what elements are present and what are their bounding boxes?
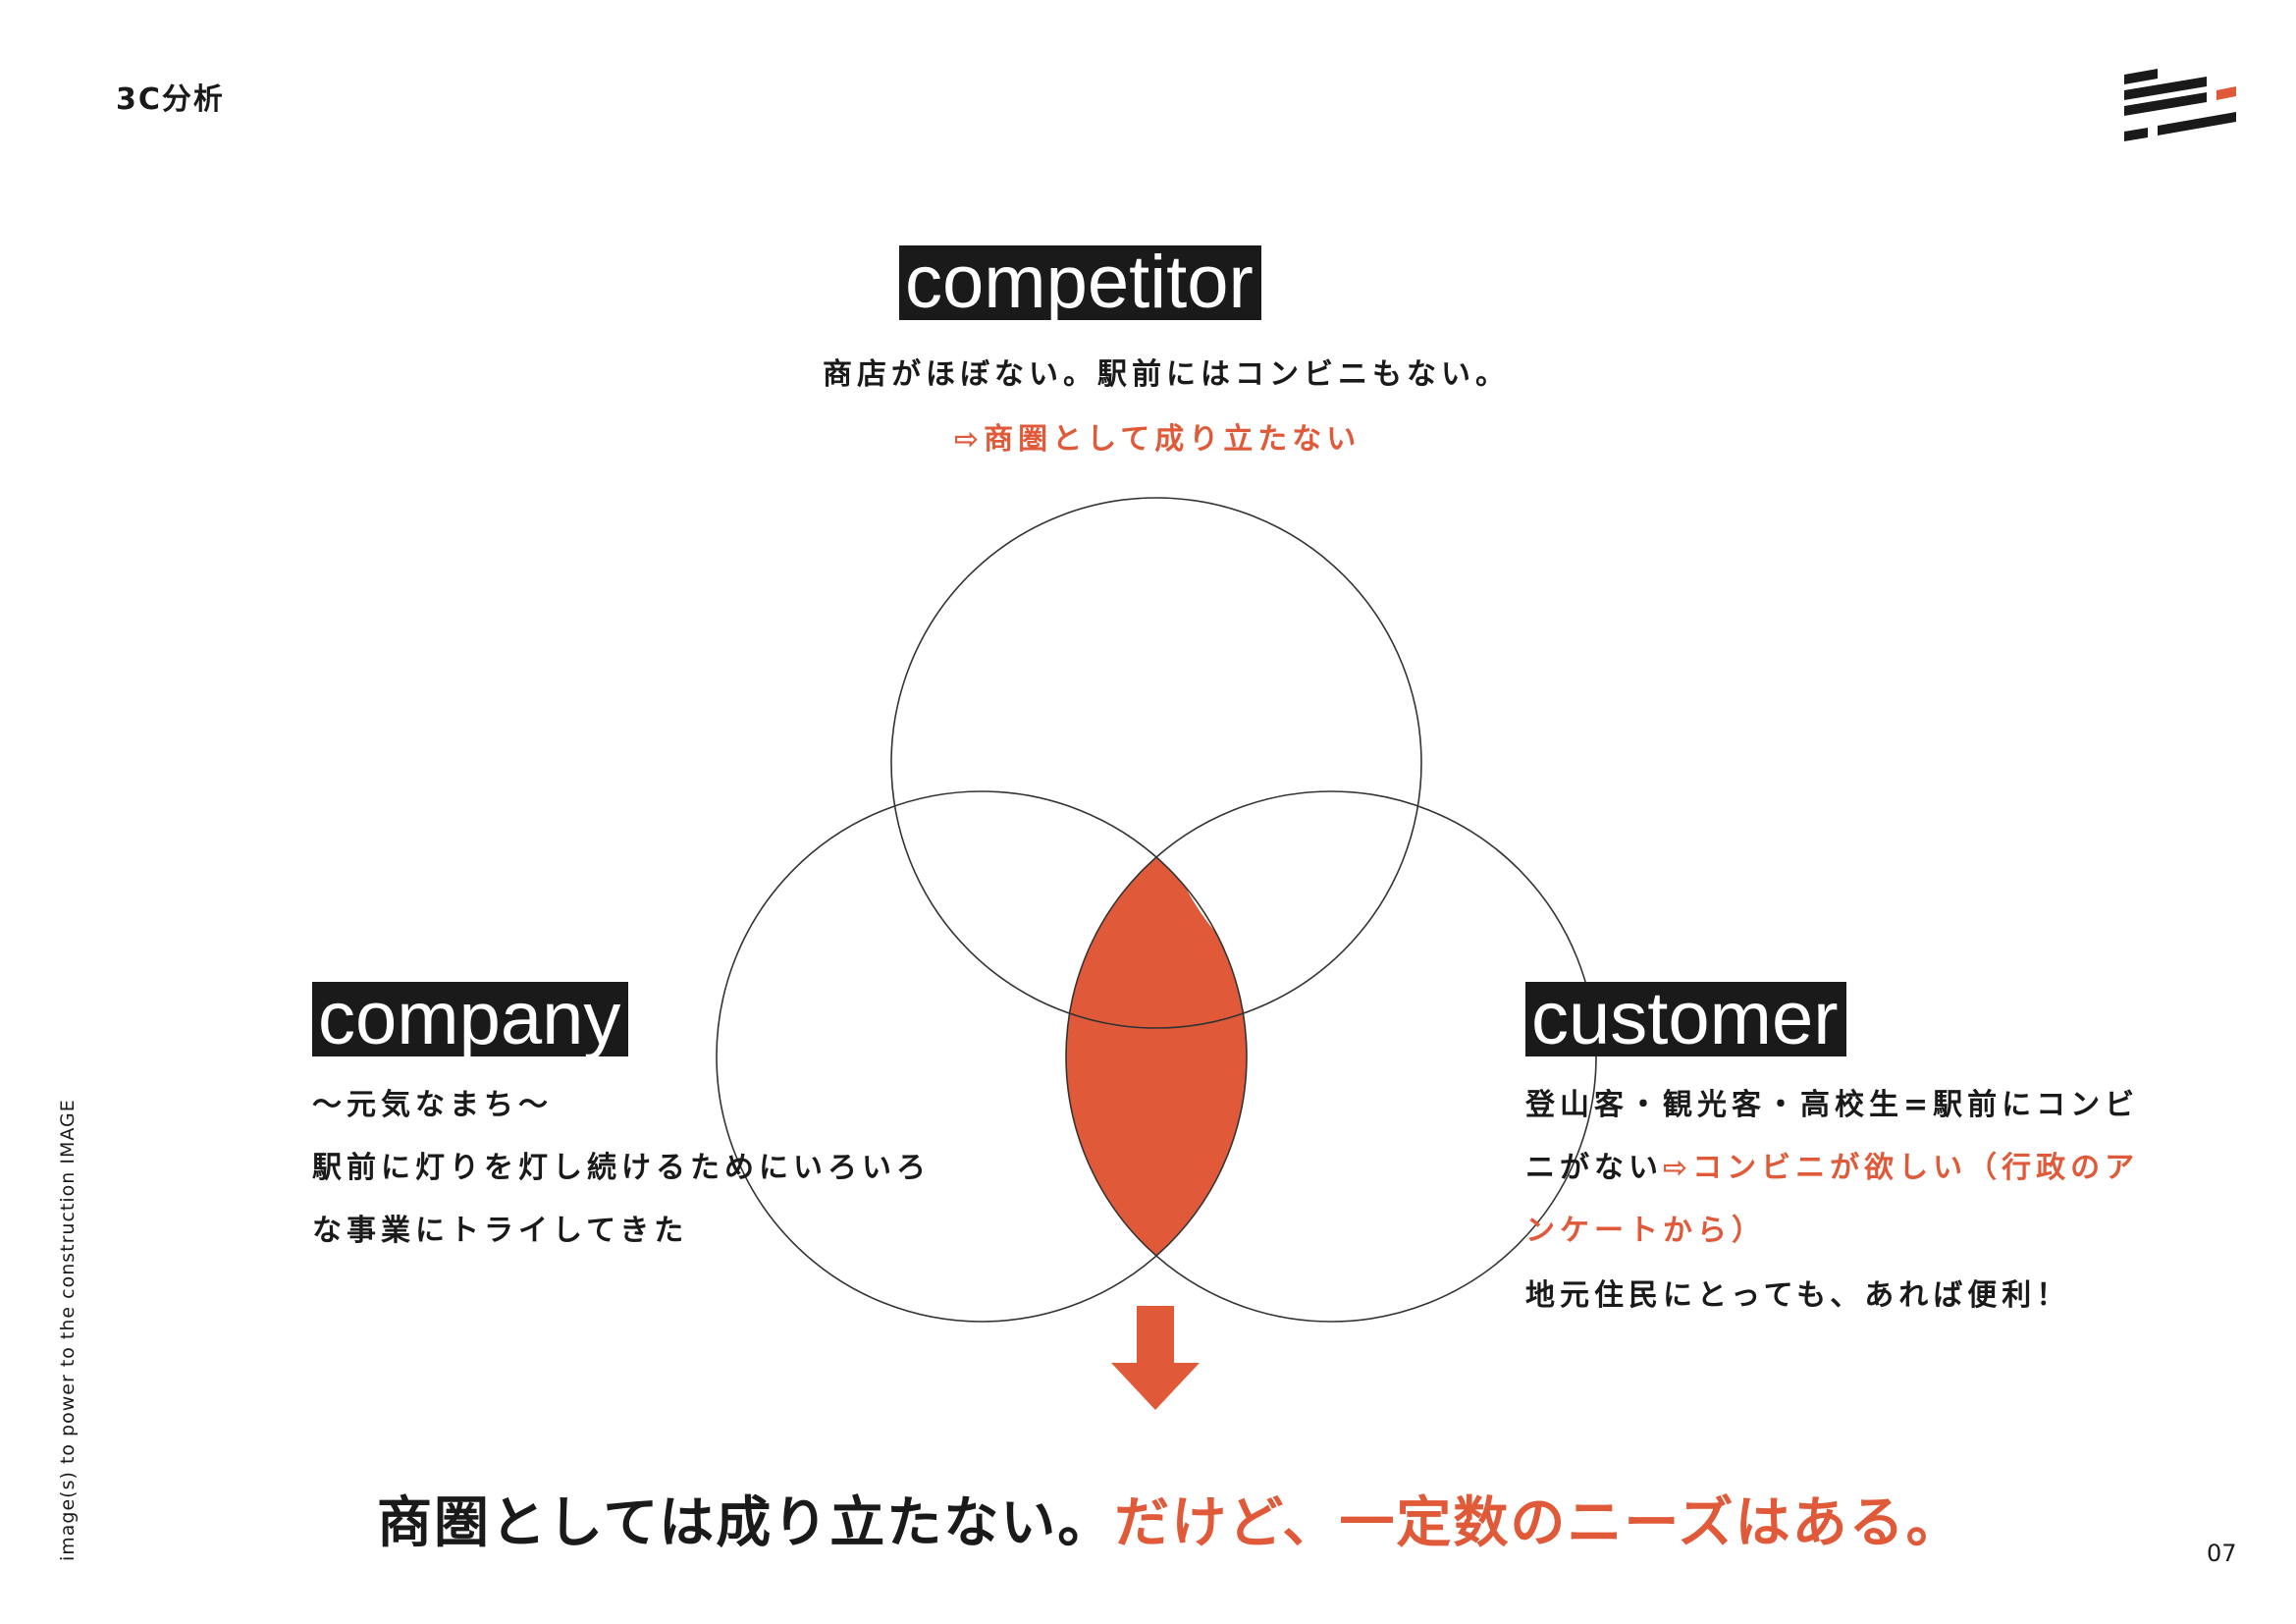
- page-title: 3C分析: [116, 82, 225, 117]
- venn-circle-company: [716, 790, 1248, 1323]
- company-description-line: な事業にトライしてきた: [312, 1214, 689, 1248]
- company-description-line: 駅前に灯りを灯し続けるためにいろいろ: [312, 1151, 931, 1185]
- customer-description-line: 地元住民にとっても、あれば便利！: [1525, 1278, 2071, 1313]
- side-vertical-text: image(s) to power to the construction IM…: [57, 1099, 79, 1561]
- competitor-conclusion: ⇨商圏として成り立たない: [954, 422, 1362, 457]
- conclusion-accent: だけど、一定数のニーズはある。: [1114, 1491, 1963, 1555]
- competitor-label: competitor: [899, 245, 1261, 320]
- conclusion-statement: 商圏としては成り立たない。だけど、一定数のニーズはある。: [377, 1479, 1963, 1558]
- customer-description-line: 登山客・観光客・高校生=駅前にコンビ: [1525, 1088, 2140, 1122]
- company-description-line: 〜元気なまち〜: [312, 1088, 553, 1122]
- customer-label: customer: [1525, 982, 1846, 1056]
- competitor-description: 商店がほぼない。駅前にはコンビニもない。: [823, 357, 1510, 392]
- conclusion-normal: 商圏としては成り立たない。: [377, 1491, 1115, 1555]
- venn-circle-competitor: [890, 497, 1422, 1029]
- customer-text-normal: ニがない: [1525, 1151, 1663, 1185]
- customer-text-accent: ⇨コンビニが欲しい（行政のア: [1663, 1151, 2140, 1185]
- arrow-down-icon: [1111, 1306, 1200, 1410]
- stripes-logo-icon: [2124, 69, 2236, 141]
- page-number: 07: [2207, 1540, 2237, 1567]
- company-label: company: [312, 982, 629, 1056]
- customer-description-line: ニがない⇨コンビニが欲しい（行政のア: [1525, 1143, 2139, 1186]
- customer-description-line: ンケートから）: [1525, 1214, 1766, 1248]
- venn-circle-customer: [1065, 790, 1597, 1323]
